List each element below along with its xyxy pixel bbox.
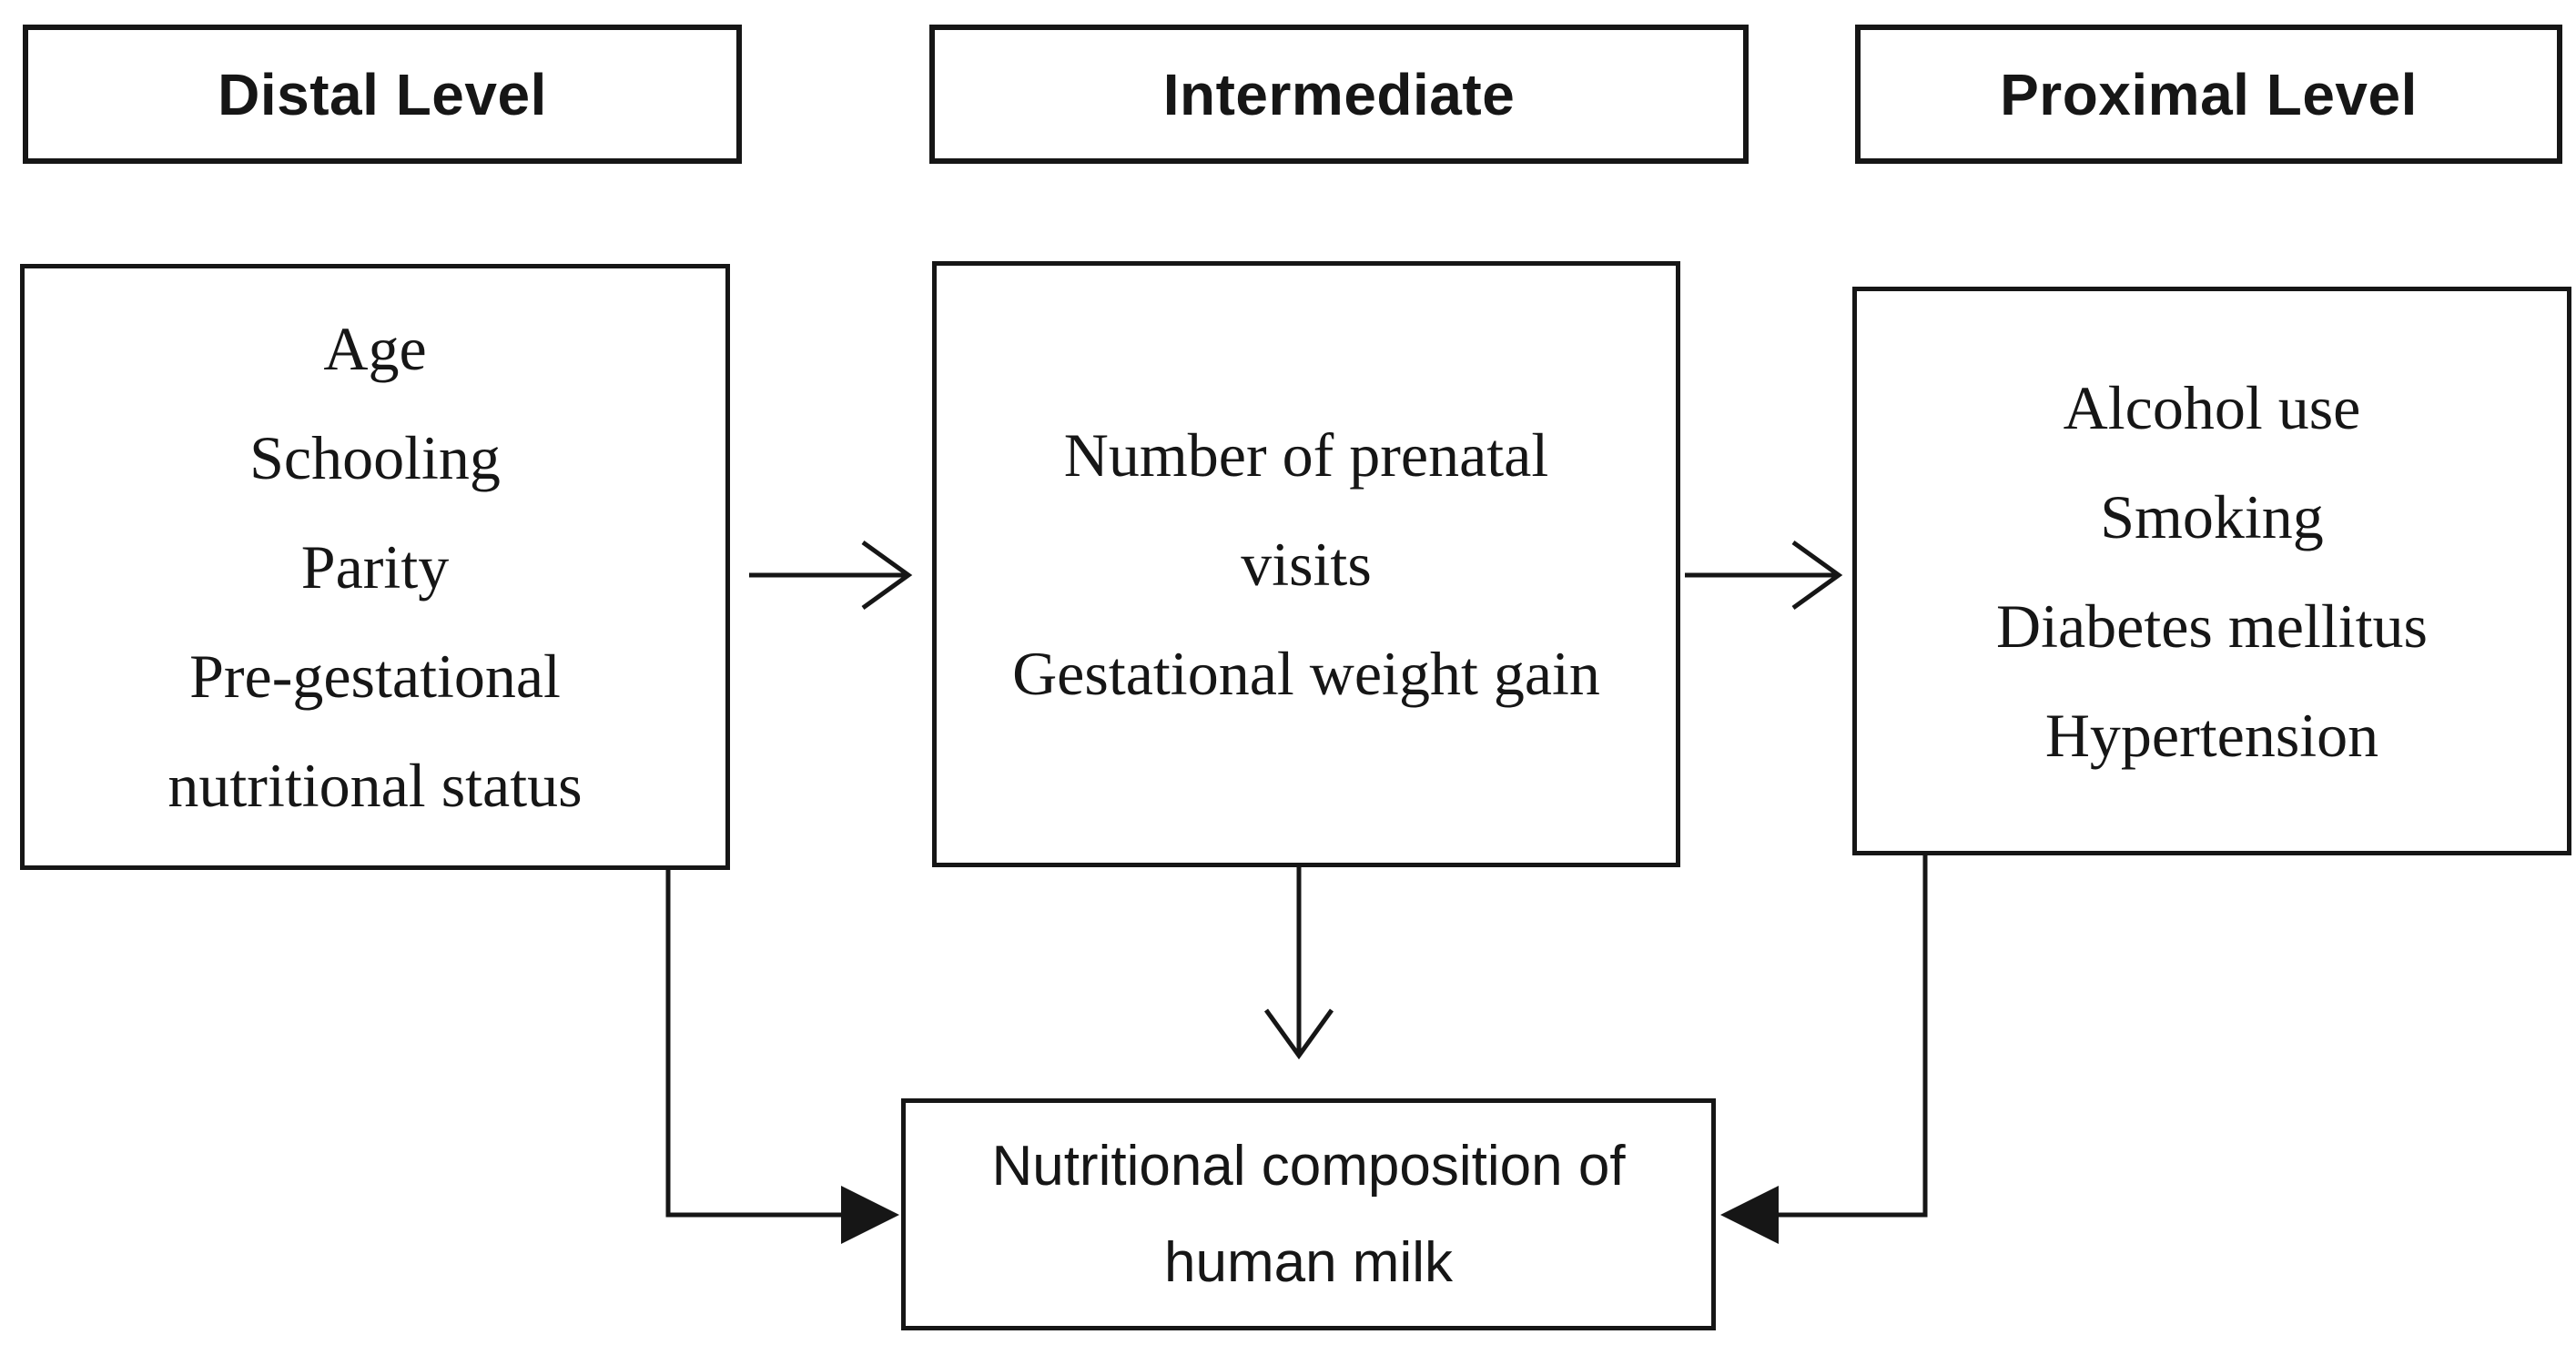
arrow-intermediate-to-outcome-icon bbox=[1263, 865, 1334, 1060]
factor-line: Parity bbox=[300, 532, 450, 602]
outcome-box-human-milk: Nutritional composition of human milk bbox=[901, 1098, 1716, 1330]
header-label: Distal Level bbox=[218, 61, 547, 127]
proximal-factors-box: Alcohol use Smoking Diabetes mellitus Hy… bbox=[1852, 287, 2571, 855]
arrow-distal-to-outcome-icon bbox=[665, 867, 899, 1244]
header-box-intermediate-level: Intermediate bbox=[929, 25, 1749, 164]
header-label: Proximal Level bbox=[2000, 61, 2418, 127]
factor-line: Diabetes mellitus bbox=[1995, 591, 2428, 661]
factor-line: nutritional status bbox=[167, 751, 583, 820]
factor-line: Age bbox=[323, 314, 427, 383]
factor-line: visits bbox=[1241, 530, 1372, 599]
factor-line: Schooling bbox=[249, 423, 501, 492]
outcome-line: human milk bbox=[1164, 1230, 1453, 1294]
factor-line: Alcohol use bbox=[2063, 372, 2361, 442]
intermediate-factors-box: Number of prenatal visits Gestational we… bbox=[932, 261, 1680, 867]
factor-line: Pre-gestational bbox=[189, 642, 561, 711]
arrow-intermediate-to-proximal-icon bbox=[1685, 540, 1843, 611]
arrow-proximal-to-outcome-icon bbox=[1720, 853, 1928, 1244]
arrow-distal-to-intermediate-icon bbox=[749, 540, 913, 611]
outcome-line: Nutritional composition of bbox=[991, 1134, 1626, 1198]
distal-factors-box: Age Schooling Parity Pre-gestational nut… bbox=[20, 264, 730, 870]
header-box-proximal-level: Proximal Level bbox=[1855, 25, 2562, 164]
factor-line: Number of prenatal bbox=[1063, 420, 1549, 490]
factor-line: Gestational weight gain bbox=[1012, 639, 1600, 708]
header-box-distal-level: Distal Level bbox=[23, 25, 742, 164]
factor-line: Hypertension bbox=[2044, 700, 2379, 770]
header-label: Intermediate bbox=[1162, 61, 1516, 127]
factor-line: Smoking bbox=[2100, 481, 2324, 551]
